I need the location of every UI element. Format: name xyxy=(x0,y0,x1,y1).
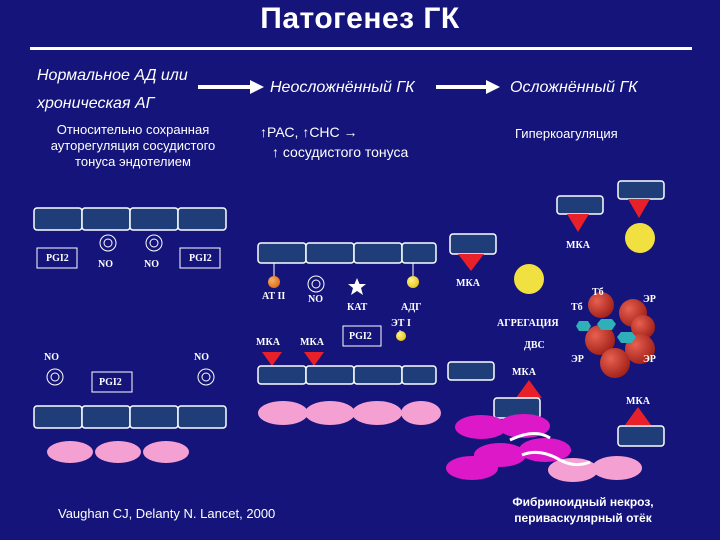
endothelium-uncomp-top xyxy=(257,242,437,264)
mka-label: МКА xyxy=(626,396,650,407)
stage-arrow-1 xyxy=(198,80,264,94)
clot-cluster xyxy=(576,292,655,378)
endothelium-comp-bottom xyxy=(447,361,665,447)
mka-triangle xyxy=(304,352,324,366)
no-label: NO xyxy=(308,294,323,305)
adg-label: АДГ xyxy=(401,302,422,313)
mka-triangle xyxy=(628,199,650,218)
txa2-label: ТХА2 xyxy=(515,274,542,285)
no-label: NO xyxy=(144,259,159,270)
erythrocytes-normal xyxy=(47,441,189,463)
footnote-line1: Фибриноидный некроз, xyxy=(512,495,654,509)
erythrocytes-comp xyxy=(446,414,642,482)
normal-desc-block: Относительно сохранная ауторегуляция сос… xyxy=(22,122,244,170)
mka-triangle xyxy=(567,214,589,232)
no-label: NO xyxy=(98,259,113,270)
uncomp-desc-line2: ↑ сосудистого тонуса xyxy=(272,144,409,160)
cell-block xyxy=(617,180,665,200)
endothelium-normal-bottom xyxy=(33,405,227,429)
reference: Vaughan CJ, Delanty N. Lancet, 2000 xyxy=(58,506,276,521)
endothelium-normal-top xyxy=(33,207,227,231)
footnote-line2: периваскулярный отёк xyxy=(514,511,652,525)
txa2-molecule xyxy=(625,223,655,253)
erythrocytes-uncomp xyxy=(258,401,441,425)
footnote: Фибриноидный некроз, периваскулярный отё… xyxy=(478,494,688,526)
mka-triangle xyxy=(516,380,542,398)
pgi2-label: PGI2 xyxy=(189,253,212,264)
no-molecule xyxy=(145,234,163,252)
pgi2-label: PGI2 xyxy=(99,377,122,388)
mka-label: МКА xyxy=(456,278,480,289)
mka-label: МКА xyxy=(512,367,536,378)
txa2-molecule xyxy=(514,264,544,294)
er-label: ЭР xyxy=(643,354,656,365)
et1-label: ЭТ I xyxy=(391,318,411,329)
pgi2-box xyxy=(342,325,382,347)
er-label: ЭР xyxy=(643,294,656,305)
pgi2-box xyxy=(179,247,221,269)
stage-normal-line1: Нормальное АД или xyxy=(37,67,188,84)
txa2-label: ТХА2 xyxy=(627,233,654,244)
kat-label: КАТ xyxy=(347,302,368,313)
endothelium-uncomp-bottom xyxy=(257,365,437,385)
adg-molecule xyxy=(407,276,419,288)
cell-block xyxy=(556,195,604,215)
uncomp-desc-line1: ↑РАС, ↑СНС → xyxy=(260,124,358,140)
no-molecule xyxy=(99,234,117,252)
no-label: NO xyxy=(194,352,209,363)
at2-label: АТ II xyxy=(262,291,286,302)
cell-block xyxy=(449,233,497,255)
tb-label: Тб xyxy=(571,302,583,313)
mka-triangle xyxy=(262,352,282,366)
page-title: Патогенез ГК xyxy=(260,2,460,35)
stage-arrow-2 xyxy=(436,80,500,94)
mka-triangle xyxy=(625,407,651,425)
er-label: ЭР xyxy=(571,354,584,365)
comp-desc: Гиперкоагуляция xyxy=(515,126,618,141)
no-molecule xyxy=(307,275,325,293)
pgi2-box xyxy=(36,247,78,269)
fibrin-strands xyxy=(509,432,591,467)
no-molecule xyxy=(197,368,215,386)
mka-label: МКА xyxy=(256,337,280,348)
pgi2-label: PGI2 xyxy=(46,253,69,264)
at2-molecule xyxy=(268,276,280,288)
normal-desc-line2: ауторегуляция сосудистого xyxy=(50,138,216,153)
no-label: NO xyxy=(44,352,59,363)
no-molecule xyxy=(46,368,64,386)
dvs-label: ДВС xyxy=(524,340,545,351)
et1-molecule xyxy=(396,331,406,341)
tb-label: Тб xyxy=(592,287,604,298)
stage-complicated: Осложнённый ГК xyxy=(510,79,638,96)
mka-triangle xyxy=(458,254,484,271)
normal-desc-line1: Относительно сохранная xyxy=(56,122,210,137)
pgi2-box xyxy=(91,371,133,393)
aggregation-label: АГРЕГАЦИЯ xyxy=(497,318,559,329)
stage-uncomplicated: Неосложнённый ГК xyxy=(270,79,415,96)
pgi2-label: PGI2 xyxy=(349,331,372,342)
normal-desc-line3: тонуса эндотелием xyxy=(75,154,191,169)
kat-star xyxy=(348,278,366,295)
mka-label: МКА xyxy=(300,337,324,348)
stage-normal-line2: хроническая АГ xyxy=(37,95,155,112)
mka-label: МКА xyxy=(566,240,590,251)
title-divider xyxy=(30,47,692,50)
